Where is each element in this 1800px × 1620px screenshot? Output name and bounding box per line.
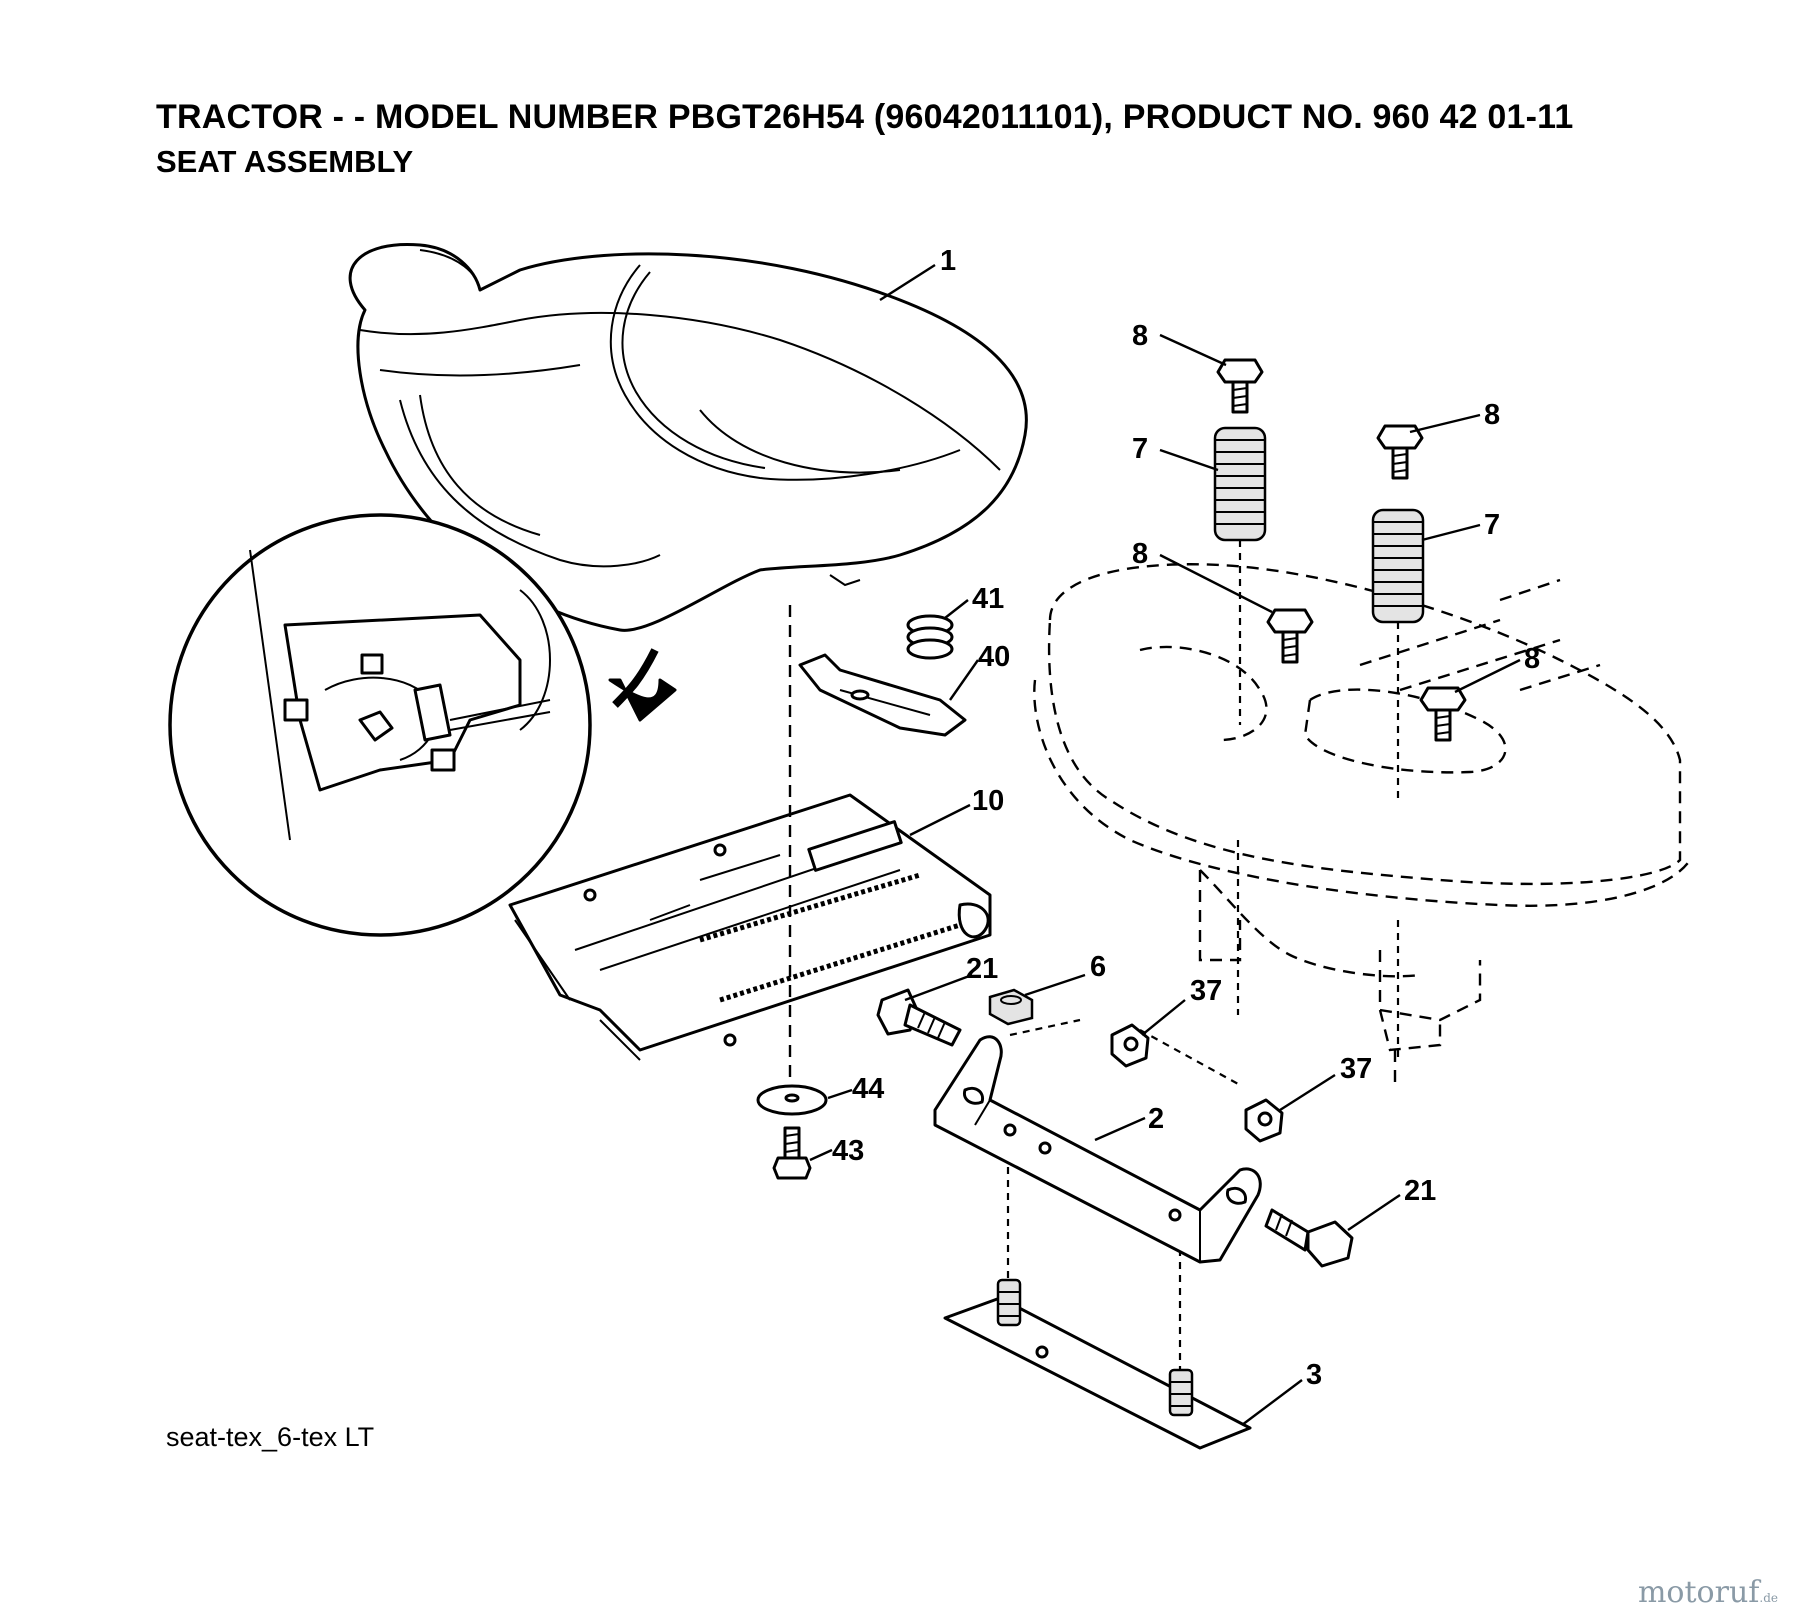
clip-40: [798, 653, 967, 737]
callout-8-b: 8: [1484, 399, 1500, 431]
callout-1: 1: [940, 245, 956, 277]
bolt-21-b: [1264, 1208, 1354, 1268]
detail-view: [168, 513, 677, 937]
bolt-8-a: [1216, 358, 1264, 414]
nut-6: [988, 988, 1034, 1026]
callout-37-b: 37: [1340, 1053, 1372, 1085]
spring-41: [906, 614, 954, 660]
page-title: TRACTOR - - MODEL NUMBER PBGT26H54 (9604…: [156, 98, 1574, 136]
callout-8-d: 8: [1524, 643, 1540, 675]
callout-7-a: 7: [1132, 433, 1148, 465]
watermark-logo: motoruf.de: [1638, 1575, 1778, 1610]
tractor-frame-outline: [1033, 563, 1691, 1090]
spring-7-b: [1371, 508, 1425, 624]
bolt-21-a: [876, 988, 962, 1047]
watermark-suffix: .de: [1759, 1591, 1778, 1605]
drawing-reference: seat-tex_6-tex LT: [166, 1422, 375, 1452]
bolt-43: [772, 1126, 812, 1180]
washer-44: [756, 1084, 828, 1116]
callout-8-a: 8: [1132, 320, 1148, 352]
callout-41: 41: [972, 583, 1004, 615]
callout-43: 43: [832, 1135, 864, 1167]
seat: [348, 242, 1028, 632]
page-subtitle: SEAT ASSEMBLY: [156, 144, 414, 179]
callout-37-a: 37: [1190, 975, 1222, 1007]
callout-7-b: 7: [1484, 509, 1500, 541]
bracket-2: [933, 1035, 1262, 1264]
callout-2: 2: [1148, 1103, 1164, 1135]
bolt-8-b: [1376, 424, 1424, 480]
callout-8-c: 8: [1132, 538, 1148, 570]
spring-7-a: [1213, 426, 1267, 542]
plate-3: [943, 1278, 1252, 1450]
callout-6: 6: [1090, 951, 1106, 983]
callout-21-a: 21: [966, 953, 998, 985]
callout-21-b: 21: [1404, 1175, 1436, 1207]
nut-37-b: [1244, 1098, 1284, 1143]
watermark-text: motoruf: [1637, 1575, 1760, 1610]
callout-40: 40: [978, 641, 1010, 673]
bolt-8-d: [1419, 686, 1467, 742]
seat-pan-10: [508, 793, 992, 1061]
nut-37-a: [1110, 1023, 1150, 1068]
leader-lines: [809, 263, 1521, 1426]
callout-3: 3: [1306, 1359, 1322, 1391]
callout-10: 10: [972, 785, 1004, 817]
bolt-8-c: [1266, 608, 1314, 664]
callout-44: 44: [852, 1073, 884, 1105]
